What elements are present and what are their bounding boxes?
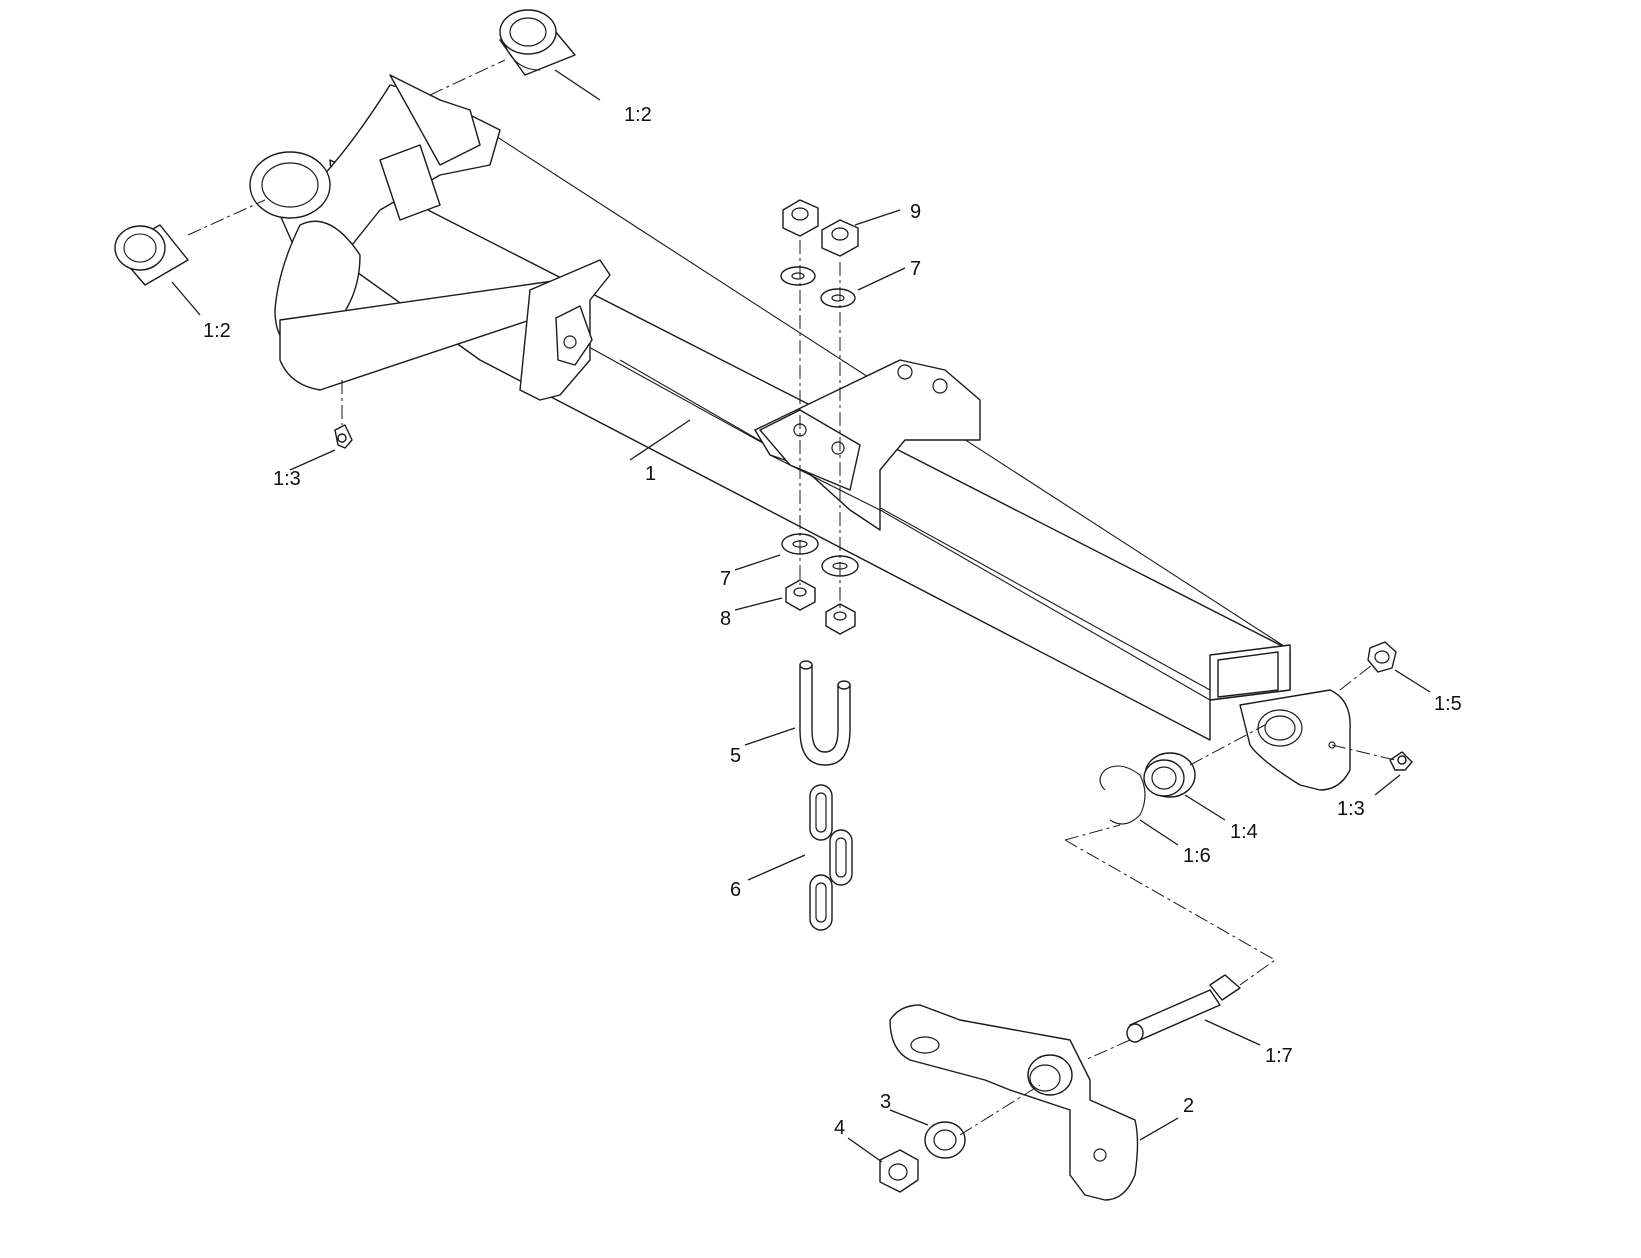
callout-8: 8 bbox=[720, 608, 731, 630]
callout-1-6: 1:6 bbox=[1183, 845, 1211, 867]
main-frame-part-1 bbox=[249, 74, 1351, 791]
snap-ring-1-6 bbox=[1099, 765, 1146, 825]
callout-1-5: 1:5 bbox=[1434, 693, 1462, 715]
chain-part-6 bbox=[809, 784, 853, 931]
washer-part-7-top-left bbox=[780, 266, 816, 286]
callout-1-2-left: 1:2 bbox=[203, 320, 231, 342]
nut-part-9-left bbox=[782, 199, 819, 237]
callout-3: 3 bbox=[880, 1091, 891, 1113]
leader-lines bbox=[171, 69, 1431, 1163]
bushing-top bbox=[499, 9, 576, 76]
pin-1-7 bbox=[1126, 974, 1241, 1043]
callout-labels: 1:2 1:2 1:3 1 9 7 7 8 5 6 1:5 1:3 1:4 1:… bbox=[203, 104, 1462, 1139]
nut-part-8-left bbox=[785, 579, 816, 611]
callout-1-2-top: 1:2 bbox=[624, 104, 652, 126]
callout-2: 2 bbox=[1183, 1095, 1194, 1117]
callout-1-4: 1:4 bbox=[1230, 821, 1258, 843]
callout-7-bottom: 7 bbox=[720, 568, 731, 590]
callout-1-3-left: 1:3 bbox=[273, 468, 301, 490]
callout-1: 1 bbox=[645, 463, 656, 485]
center-lines bbox=[187, 59, 1396, 1136]
plug-1-5 bbox=[1367, 641, 1397, 673]
callout-7-top: 7 bbox=[910, 258, 921, 280]
nut-part-4 bbox=[879, 1149, 919, 1193]
nut-part-8-right bbox=[825, 603, 856, 635]
grease-fitting-left bbox=[334, 424, 353, 449]
bushing-left bbox=[114, 224, 189, 286]
callout-1-3-right: 1:3 bbox=[1337, 798, 1365, 820]
washer-part-3 bbox=[924, 1121, 966, 1159]
u-bolt-part-5 bbox=[799, 660, 851, 766]
callout-9: 9 bbox=[910, 201, 921, 223]
callout-6: 6 bbox=[730, 879, 741, 901]
callout-5: 5 bbox=[730, 745, 741, 767]
nut-part-9-right bbox=[821, 219, 859, 257]
callout-1-7: 1:7 bbox=[1265, 1045, 1293, 1067]
grease-fitting-right bbox=[1389, 751, 1413, 771]
bracket-part-2 bbox=[889, 1004, 1139, 1201]
washer-part-7-top-right bbox=[820, 288, 856, 308]
callout-4: 4 bbox=[834, 1117, 845, 1139]
bearing-1-4 bbox=[1143, 752, 1196, 798]
